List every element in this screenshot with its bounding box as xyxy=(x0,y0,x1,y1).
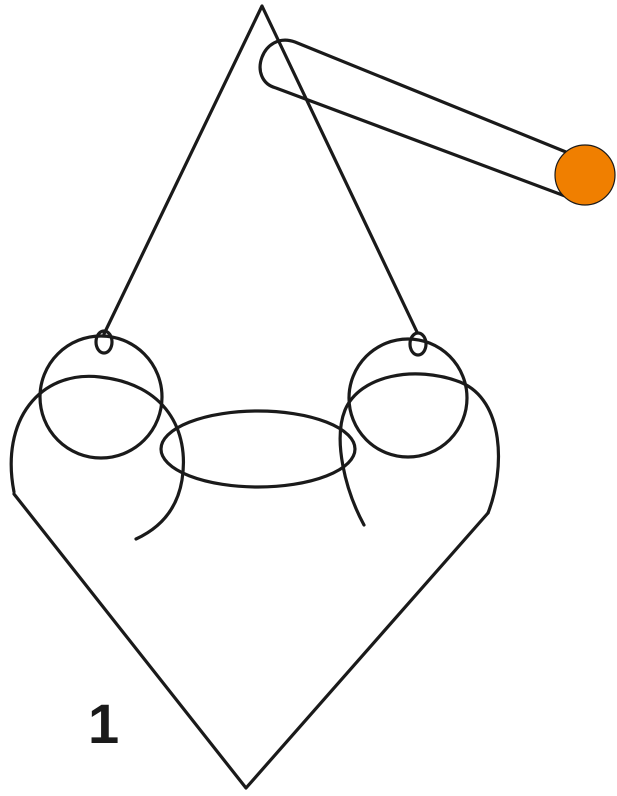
right-eyelet xyxy=(410,333,426,355)
right-wrap xyxy=(340,374,498,525)
bottom-strand xyxy=(14,494,488,788)
working-end-loop xyxy=(260,40,566,196)
right-ring xyxy=(349,339,467,457)
left-ring xyxy=(40,336,162,458)
center-ring xyxy=(161,411,355,487)
step-number: 1 xyxy=(88,692,119,755)
end-marker xyxy=(555,145,615,205)
apex-strand xyxy=(104,6,417,334)
